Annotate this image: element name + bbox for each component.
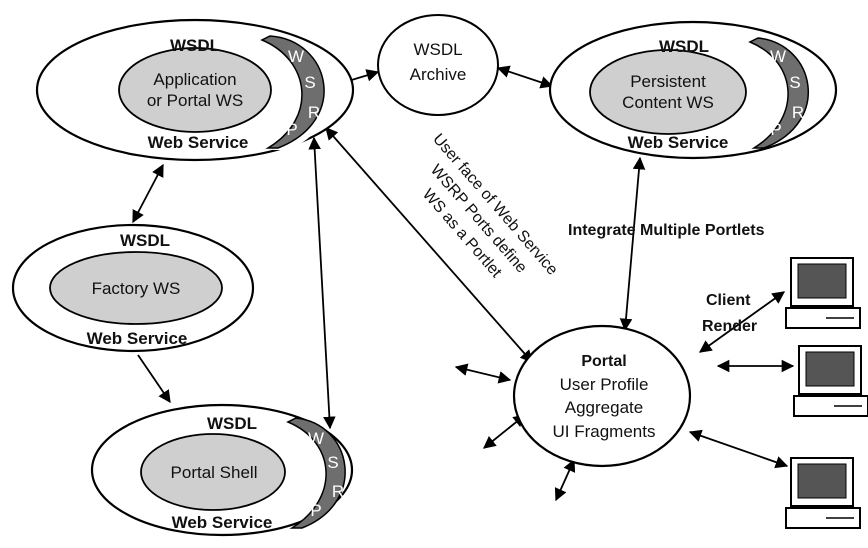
wsrp-p: P (310, 501, 321, 520)
service-name-line2: Content WS (622, 93, 714, 112)
arrow-portal-client-3 (688, 429, 789, 469)
client-render-line2: Render (702, 318, 757, 335)
wsdl-label: WSDL (659, 37, 709, 56)
wsrp-p: P (770, 120, 781, 139)
connectors (132, 65, 795, 502)
web-service-label: Web Service (628, 133, 729, 152)
computer-icon (785, 257, 861, 329)
integrate-label: Integrate Multiple Portlets (568, 222, 765, 239)
wsrp-s: S (327, 453, 338, 472)
arrow-portal-out-1 (454, 363, 512, 384)
wsrp-r: R (332, 482, 344, 501)
arrow-portal-client-1 (698, 291, 786, 353)
computer-icon (785, 457, 861, 529)
wsdl-archive: WSDL Archive (377, 14, 499, 116)
arrow-archive-persistent (496, 65, 554, 89)
portal-line3: UI Fragments (553, 422, 656, 441)
arrow-portal-out-3 (554, 458, 576, 502)
web-service-label: Web Service (172, 513, 273, 532)
wsrp-s: S (304, 73, 315, 92)
wsrp-p: P (286, 120, 297, 139)
wsrp-r: R (308, 103, 320, 122)
web-service-label: Web Service (87, 329, 188, 348)
portal-line1: User Profile (560, 375, 649, 394)
arrow-app-factory (132, 163, 164, 224)
computer-icon (793, 345, 868, 417)
wsrp-w: W (288, 47, 304, 66)
archive-line2: Archive (410, 65, 467, 84)
service-name: Portal Shell (171, 463, 258, 482)
portal-line2: Aggregate (565, 398, 643, 417)
web-service-persistent: WSDL Persistent Content WS Web Service W… (548, 20, 838, 160)
arrow-persistent-portal (619, 156, 646, 332)
arrow-app-shell (308, 136, 336, 430)
wsrp-r: R (792, 103, 804, 122)
web-service-label: Web Service (148, 133, 249, 152)
web-service-application: WSDL Application or Portal WS Web Servic… (35, 18, 355, 162)
archive-line1: WSDL (413, 40, 462, 59)
arrow-app-portal (325, 127, 533, 363)
wsrp-w: W (308, 429, 324, 448)
service-name-line1: Persistent (630, 72, 706, 91)
wsdl-label: WSDL (120, 231, 170, 250)
user-face-annotation: User face of Web Service WSRP Ports defi… (419, 131, 561, 282)
wsrp-s: S (789, 73, 800, 92)
service-name: Factory WS (92, 279, 181, 298)
arrow-portal-out-2 (483, 414, 526, 449)
portal-node: Portal User Profile Aggregate UI Fragmen… (512, 324, 692, 468)
wsrp-w: W (770, 47, 786, 66)
web-service-factory: WSDL Factory WS Web Service (11, 223, 255, 353)
wsdl-label: WSDL (207, 414, 257, 433)
wsdl-label: WSDL (170, 36, 220, 55)
portal-title: Portal (581, 353, 626, 370)
client-render-line1: Client (706, 292, 751, 309)
service-name-line1: Application (153, 70, 236, 89)
web-service-shell: WSDL Portal Shell Web Service W S R P (90, 403, 354, 537)
arrow-factory-shell (137, 354, 171, 404)
service-name-line2: or Portal WS (147, 91, 243, 110)
